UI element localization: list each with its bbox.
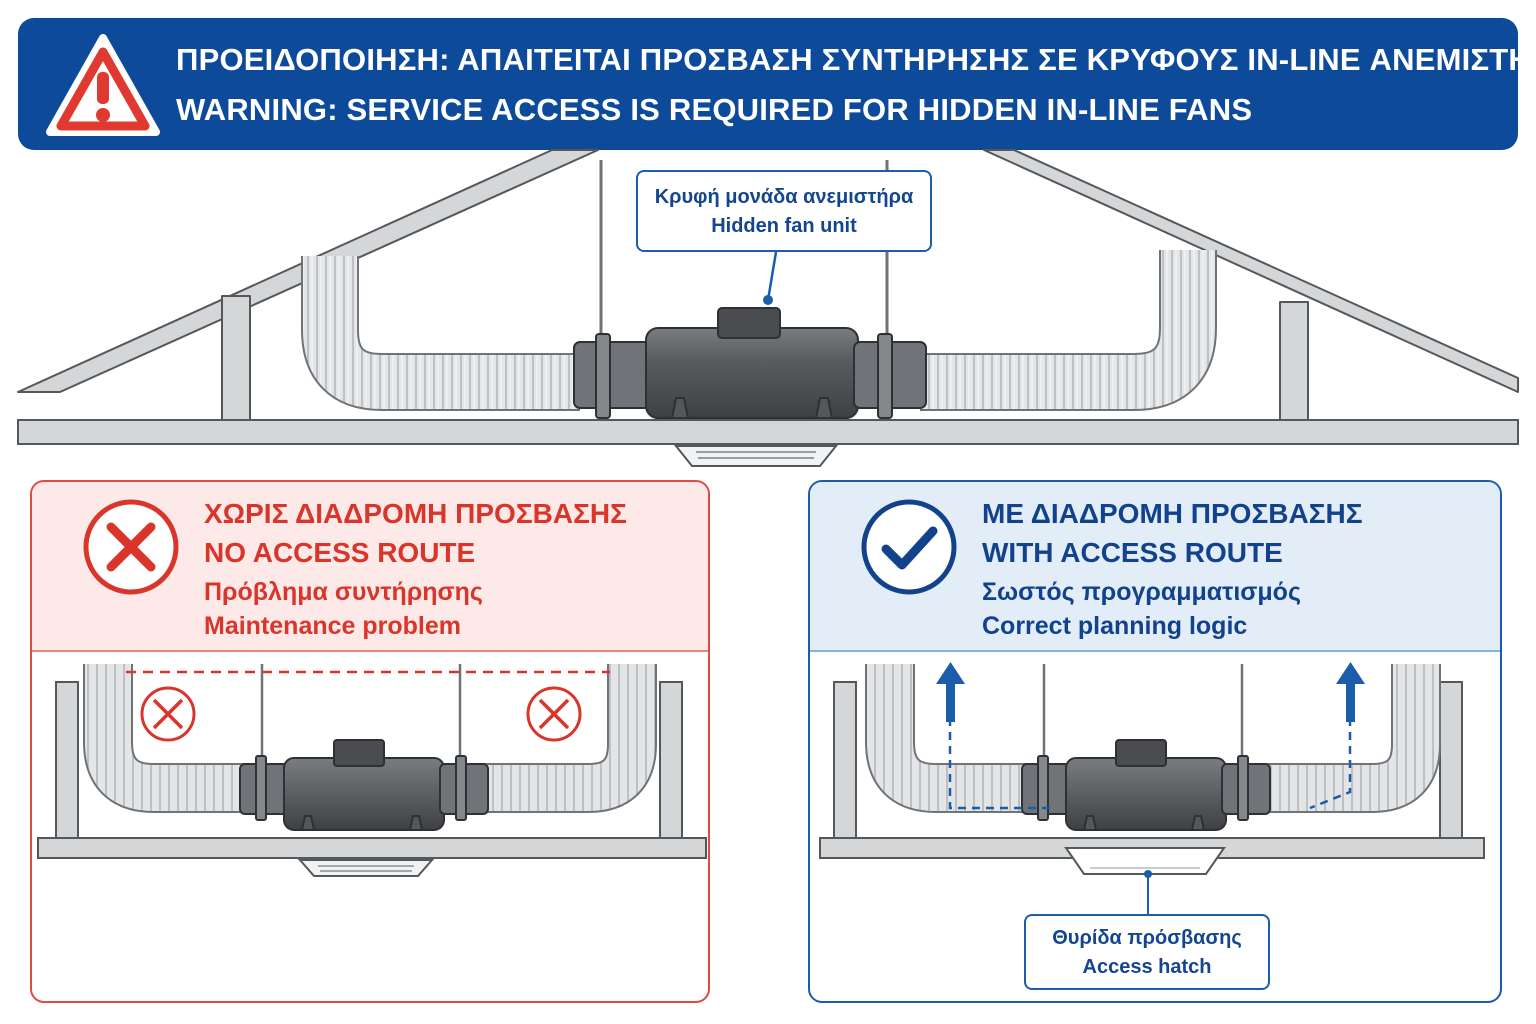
access-route-path	[948, 704, 1352, 810]
ceiling-grille	[297, 859, 435, 877]
flex-duct-right	[920, 250, 1217, 411]
warning-title-english: WARNING: SERVICE ACCESS IS REQUIRED FOR …	[176, 92, 1253, 127]
flex-duct-pair	[83, 664, 657, 813]
hidden-fan-callout: Κρυφή μονάδα ανεμιστήρα Hidden fan unit	[636, 170, 932, 252]
check-circle-icon	[861, 499, 957, 595]
inline-fan-unit	[1021, 739, 1271, 831]
arrow-up-icon	[936, 662, 965, 722]
blocked-circle-icon	[526, 686, 582, 742]
panel-with-access-route: ΜΕ ΔΙΑΔΡΟΜΗ ΠΡΟΣΒΑΣΗΣ WITH ACCESS ROUTE …	[808, 480, 1502, 1003]
with-access-title-english: WITH ACCESS ROUTE	[982, 537, 1283, 568]
x-circle-icon	[83, 499, 179, 595]
attic-scene	[17, 149, 1519, 467]
no-access-subtitle-greek: Πρόβλημα συντήρησης	[204, 578, 483, 606]
with-access-title-greek: ΜΕ ΔΙΑΔΡΟΜΗ ΠΡΟΣΒΑΣΗΣ	[982, 498, 1363, 529]
with-access-subtitle-greek: Σωστός προγραμματισμός	[982, 578, 1301, 606]
arrow-up-icon	[1336, 662, 1365, 722]
ceiling-grille	[673, 445, 839, 467]
access-hatch	[1064, 847, 1226, 875]
blocked-circle-icon	[140, 686, 196, 742]
hanger-rods	[260, 664, 462, 764]
flex-duct-left	[301, 256, 580, 411]
warning-banner: ΠΡΟΕΙΔΟΠΟΙΗΣΗ: ΑΠΑΙΤΕΙΤΑΙ ΠΡΟΣΒΑΣΗ ΣΥΝΤΗ…	[18, 18, 1536, 150]
warning-triangle-icon	[46, 34, 160, 136]
access-hatch-callout-greek: Θυρίδα πρόσβασης	[1052, 927, 1242, 949]
panel-no-access-route: ΧΩΡΙΣ ΔΙΑΔΡΟΜΗ ΠΡΟΣΒΑΣΗΣ NO ACCESS ROUTE…	[30, 480, 710, 1003]
ceiling-joist	[17, 419, 1519, 445]
ceiling-joist	[37, 837, 707, 859]
no-access-subtitle-english: Maintenance problem	[204, 612, 461, 640]
flex-duct-pair	[865, 664, 1441, 813]
inline-fan-unit	[239, 739, 489, 831]
with-access-scene	[819, 662, 1485, 914]
truss-posts	[833, 681, 1463, 839]
access-hatch-callout-english: Access hatch	[1082, 956, 1212, 978]
hidden-fan-callout-greek: Κρυφή μονάδα ανεμιστήρα	[654, 186, 914, 208]
hidden-fan-callout-english: Hidden fan unit	[711, 215, 857, 237]
access-hatch-callout: Θυρίδα πρόσβασης Access hatch	[1024, 914, 1270, 990]
warning-title-greek: ΠΡΟΕΙΔΟΠΟΙΗΣΗ: ΑΠΑΙΤΕΙΤΑΙ ΠΡΟΣΒΑΣΗ ΣΥΝΤΗ…	[176, 42, 1536, 77]
panel-no-access-header: ΧΩΡΙΣ ΔΙΑΔΡΟΜΗ ΠΡΟΣΒΑΣΗΣ NO ACCESS ROUTE…	[32, 482, 708, 652]
truss-posts	[55, 681, 683, 839]
no-access-title-english: NO ACCESS ROUTE	[204, 537, 476, 568]
hanger-rods	[1042, 664, 1244, 764]
no-access-scene	[37, 664, 707, 877]
with-access-subtitle-english: Correct planning logic	[982, 612, 1248, 640]
no-access-title-greek: ΧΩΡΙΣ ΔΙΑΔΡΟΜΗ ΠΡΟΣΒΑΣΗΣ	[204, 498, 627, 529]
panel-with-access-header: ΜΕ ΔΙΑΔΡΟΜΗ ΠΡΟΣΒΑΣΗΣ WITH ACCESS ROUTE …	[810, 482, 1500, 652]
inline-fan-unit	[573, 307, 927, 419]
